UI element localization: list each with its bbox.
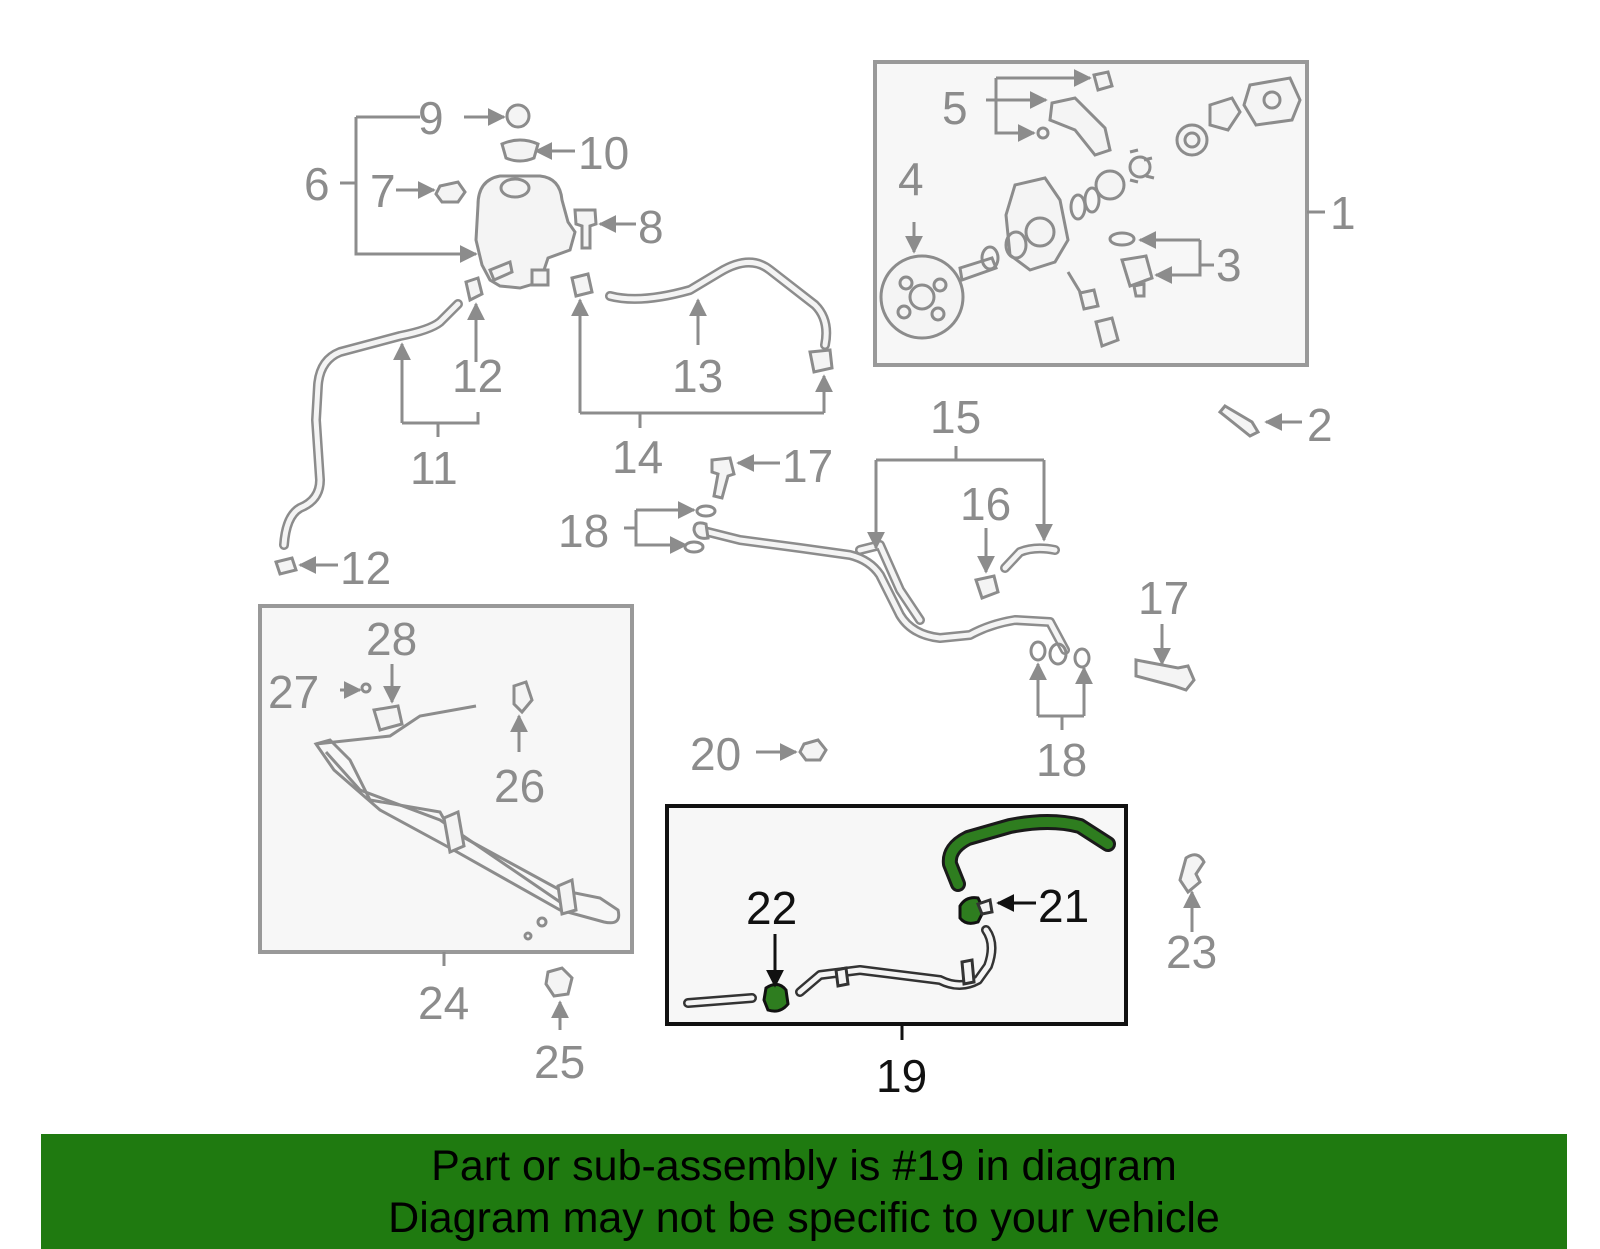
clamp-16 bbox=[974, 574, 1000, 600]
clip-23 bbox=[1178, 853, 1206, 895]
bolt-17-lower bbox=[1134, 658, 1196, 692]
callout-24: 24 bbox=[418, 977, 469, 1029]
bolt-2 bbox=[1217, 404, 1261, 438]
bracket-28 bbox=[372, 704, 404, 732]
callout-12-upper: 12 bbox=[452, 350, 503, 402]
callout-15: 15 bbox=[930, 391, 981, 443]
info-banner: Part or sub-assembly is #19 in diagram D… bbox=[41, 1134, 1567, 1249]
clamp-12-upper bbox=[464, 276, 484, 303]
callout-8: 8 bbox=[638, 201, 664, 253]
clamp-14-right bbox=[808, 348, 834, 374]
callout-10: 10 bbox=[578, 127, 629, 179]
callout-16: 16 bbox=[960, 478, 1011, 530]
callout-7: 7 bbox=[370, 165, 396, 217]
callout-4: 4 bbox=[898, 153, 924, 205]
callout-23: 23 bbox=[1166, 926, 1217, 978]
callout-27: 27 bbox=[268, 666, 319, 718]
pump-assembly-group bbox=[873, 60, 1309, 367]
nut-20 bbox=[798, 738, 828, 762]
callout-17-lower: 17 bbox=[1138, 572, 1189, 624]
callout-6: 6 bbox=[304, 158, 330, 210]
callout-28: 28 bbox=[366, 613, 417, 665]
seal-10 bbox=[500, 138, 540, 163]
callout-21: 21 bbox=[1038, 880, 1089, 932]
callout-11: 11 bbox=[410, 442, 458, 494]
callout-19: 19 bbox=[876, 1050, 927, 1102]
callout-14: 14 bbox=[612, 431, 663, 483]
callout-3: 3 bbox=[1216, 239, 1242, 291]
banner-line-1: Part or sub-assembly is #19 in diagram bbox=[431, 1142, 1177, 1190]
callout-13: 13 bbox=[672, 350, 723, 402]
callout-18-upper: 18 bbox=[558, 505, 609, 557]
reservoir-group bbox=[434, 103, 598, 290]
callout-26: 26 bbox=[494, 760, 545, 812]
cooler-assembly-group bbox=[258, 604, 634, 954]
callout-1: 1 bbox=[1330, 187, 1356, 239]
clip-26 bbox=[512, 680, 534, 715]
clamp-14-left bbox=[570, 272, 594, 298]
bolt-17-upper bbox=[710, 456, 736, 500]
nut-7 bbox=[434, 180, 467, 204]
clamp-12-lower bbox=[274, 556, 298, 576]
callout-18-lower: 18 bbox=[1036, 734, 1087, 786]
callout-25: 25 bbox=[534, 1036, 585, 1088]
cap-9 bbox=[505, 103, 531, 129]
cooler-assembly-box bbox=[258, 604, 634, 954]
callout-9: 9 bbox=[418, 92, 444, 144]
reservoir-tank bbox=[474, 174, 577, 290]
callout-22: 22 bbox=[746, 882, 797, 934]
callout-5: 5 bbox=[942, 82, 968, 134]
banner-line-2: Diagram may not be specific to your vehi… bbox=[388, 1194, 1220, 1242]
callout-2: 2 bbox=[1307, 399, 1333, 451]
callout-12-lower: 12 bbox=[340, 542, 391, 594]
callout-20: 20 bbox=[690, 728, 741, 780]
hose-assembly-19-group bbox=[665, 804, 1128, 1026]
clamp-22 bbox=[762, 983, 790, 1013]
nut-25 bbox=[544, 966, 574, 998]
callout-17-upper: 17 bbox=[782, 440, 833, 492]
bolt-8 bbox=[573, 208, 598, 250]
hose-assembly-19-box bbox=[665, 804, 1128, 1026]
